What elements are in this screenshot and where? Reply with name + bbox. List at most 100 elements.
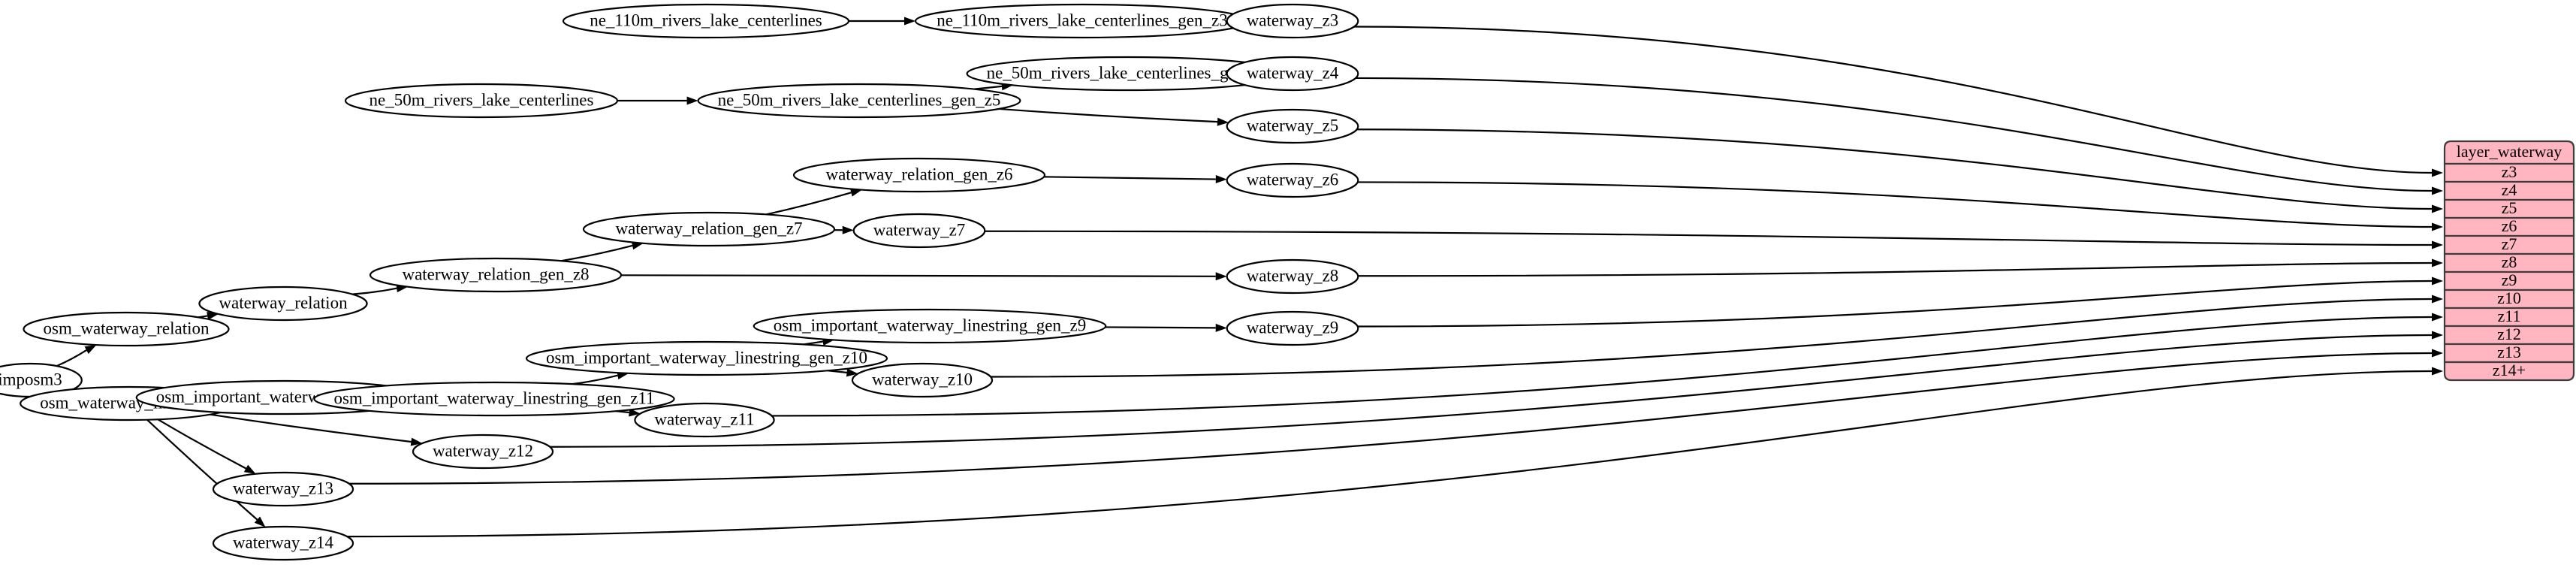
graph-node-waterway_z13[interactable]: waterway_z13 bbox=[212, 471, 354, 507]
node-ellipse bbox=[525, 340, 888, 376]
edge-arrowhead bbox=[1215, 272, 1227, 281]
graph-node-waterway_z3[interactable]: waterway_z3 bbox=[1226, 3, 1359, 39]
table-row-label: z14+ bbox=[2493, 361, 2526, 379]
graph-edge-waterway_z9-to-layer_waterway_z9 bbox=[1357, 279, 2433, 328]
node-label: waterway_z7 bbox=[873, 220, 966, 239]
table-row-cell[interactable] bbox=[2443, 289, 2575, 310]
edge-arrowhead bbox=[2432, 204, 2443, 213]
graph-node-imposm3[interactable]: imposm3 bbox=[0, 362, 83, 398]
graph-node-waterway_relation[interactable]: waterway_relation bbox=[198, 286, 368, 322]
node-label: osm_waterway_relation bbox=[44, 319, 210, 337]
graph-node-waterway_z7[interactable]: waterway_z7 bbox=[852, 213, 986, 249]
table-row-label: z8 bbox=[2502, 252, 2517, 271]
edge-arrowhead bbox=[1215, 323, 1227, 332]
table-row-cell[interactable] bbox=[2443, 216, 2575, 237]
graph-node-waterway_z9[interactable]: waterway_z9 bbox=[1226, 310, 1359, 346]
edge-arrowhead bbox=[84, 345, 97, 354]
graph-node-waterway_z12[interactable]: waterway_z12 bbox=[412, 434, 554, 470]
table-row-label: z10 bbox=[2497, 289, 2521, 307]
graph-edge-ne_50m_rivers_lake_centerlines_gen_z5-to-waterway_z5 bbox=[998, 107, 1218, 123]
node-label: waterway_z10 bbox=[872, 370, 973, 388]
graph-node-waterway_z11[interactable]: waterway_z11 bbox=[634, 402, 775, 438]
edge-arrowhead bbox=[2432, 367, 2443, 376]
graph-edge-waterway_z5-to-layer_waterway_z5 bbox=[1356, 128, 2433, 210]
graph-node-ne_50m_rivers_lake_centerlines_gen_z4[interactable]: ne_50m_rivers_lake_centerlines_gen_z4 bbox=[966, 56, 1290, 92]
edge-arrowhead bbox=[686, 96, 698, 105]
table-header-label: layer_waterway bbox=[2457, 142, 2562, 161]
table-row-label: z9 bbox=[2502, 270, 2517, 289]
node-label: ne_50m_rivers_lake_centerlines_gen_z5 bbox=[718, 90, 1001, 109]
graph-edge-waterway_relation-to-waterway_relation_gen_z8 bbox=[352, 287, 397, 295]
graph-edge-imposm3-to-osm_waterway_relation bbox=[56, 349, 87, 367]
node-label: waterway_relation bbox=[219, 293, 348, 312]
graph-node-waterway_z8[interactable]: waterway_z8 bbox=[1226, 258, 1359, 295]
node-label: waterway_relation_gen_z8 bbox=[402, 264, 589, 283]
graph-node-osm_waterway_relation[interactable]: osm_waterway_relation bbox=[23, 311, 230, 347]
table-row-cell[interactable] bbox=[2443, 325, 2575, 346]
table-row-cell[interactable] bbox=[2443, 198, 2575, 219]
graph-node-waterway_z10[interactable]: waterway_z10 bbox=[851, 362, 994, 398]
node-label: ne_110m_rivers_lake_centerlines bbox=[590, 11, 822, 29]
graph-node-waterway_z14[interactable]: waterway_z14 bbox=[212, 525, 354, 561]
graph-edge-waterway_z6-to-layer_waterway_z6 bbox=[1357, 181, 2433, 228]
node-ellipse bbox=[1226, 258, 1359, 295]
node-label: waterway_z13 bbox=[233, 479, 333, 497]
graph-node-ne_110m_rivers_lake_centerlines[interactable]: ne_110m_rivers_lake_centerlines bbox=[562, 3, 850, 39]
node-label: waterway_z5 bbox=[1247, 116, 1339, 134]
graph-node-waterway_z5[interactable]: waterway_z5 bbox=[1226, 108, 1359, 144]
node-ellipse bbox=[753, 308, 1107, 344]
graph-node-waterway_z6[interactable]: waterway_z6 bbox=[1226, 162, 1359, 198]
edge-arrowhead bbox=[904, 17, 915, 26]
table-row-label: z11 bbox=[2498, 307, 2521, 325]
node-label: waterway_z4 bbox=[1247, 63, 1339, 82]
node-ellipse bbox=[344, 83, 619, 119]
graph-edge-waterway_z11-to-layer_waterway_z11 bbox=[771, 316, 2433, 417]
graph-node-waterway_z4[interactable]: waterway_z4 bbox=[1226, 56, 1359, 92]
node-label: waterway_relation_gen_z7 bbox=[615, 219, 802, 237]
table-row-cell[interactable] bbox=[2443, 343, 2575, 364]
graph-node-waterway_relation_gen_z6[interactable]: waterway_relation_gen_z6 bbox=[792, 157, 1046, 193]
table-row-label: z12 bbox=[2497, 325, 2521, 343]
node-label: waterway_z12 bbox=[433, 441, 533, 460]
nodes-layer: imposm3osm_waterway_relationosm_waterway… bbox=[0, 3, 1359, 561]
graph-edge-waterway_z10-to-layer_waterway_z10 bbox=[991, 298, 2433, 378]
graph-edge-waterway_z8-to-layer_waterway_z8 bbox=[1358, 261, 2433, 277]
graph-edge-waterway_z4-to-layer_waterway_z4 bbox=[1356, 77, 2433, 192]
graph-edge-waterway_z12-to-layer_waterway_z12 bbox=[550, 334, 2433, 448]
graph-node-ne_50m_rivers_lake_centerlines[interactable]: ne_50m_rivers_lake_centerlines bbox=[344, 83, 619, 119]
table-row-label: z5 bbox=[2502, 198, 2517, 217]
table-header-cell bbox=[2443, 140, 2575, 165]
node-label: waterway_relation_gen_z6 bbox=[825, 165, 1012, 183]
graph-edge-waterway_z7-to-layer_waterway_z7 bbox=[985, 230, 2433, 246]
node-ellipse bbox=[313, 381, 675, 417]
node-ellipse bbox=[212, 471, 354, 507]
table-row-cell[interactable] bbox=[2443, 162, 2575, 183]
graph-node-ne_50m_rivers_lake_centerlines_gen_z5[interactable]: ne_50m_rivers_lake_centerlines_gen_z5 bbox=[697, 83, 1021, 119]
edge-arrowhead bbox=[2432, 222, 2443, 231]
graph-edge-osm_waterway_linestring-to-waterway_z12 bbox=[210, 413, 412, 443]
node-label: ne_110m_rivers_lake_centerlines_gen_z3 bbox=[937, 11, 1227, 29]
graph-node-waterway_relation_gen_z8[interactable]: waterway_relation_gen_z8 bbox=[369, 257, 623, 293]
node-ellipse bbox=[851, 362, 994, 398]
node-label: waterway_z14 bbox=[233, 533, 334, 551]
edge-arrowhead bbox=[849, 188, 862, 197]
node-ellipse bbox=[1226, 108, 1359, 144]
node-label: osm_important_waterway_linestring_gen_z1… bbox=[333, 388, 654, 407]
node-ellipse bbox=[1226, 3, 1359, 39]
graph-node-osm_important_waterway_linestring_gen_z9[interactable]: osm_important_waterway_linestring_gen_z9 bbox=[753, 308, 1107, 344]
graph-edge-waterway_z3-to-layer_waterway_z3 bbox=[1354, 26, 2433, 174]
edge-arrowhead bbox=[2432, 295, 2443, 304]
table-row-cell[interactable] bbox=[2443, 252, 2575, 273]
edge-arrowhead bbox=[2432, 349, 2443, 358]
edge-arrowhead bbox=[2432, 168, 2443, 177]
graph-node-osm_important_waterway_linestring_gen_z11[interactable]: osm_important_waterway_linestring_gen_z1… bbox=[313, 381, 675, 417]
table-row-label: z7 bbox=[2502, 234, 2517, 253]
node-ellipse bbox=[1226, 56, 1359, 92]
graph-node-ne_110m_rivers_lake_centerlines_gen_z3[interactable]: ne_110m_rivers_lake_centerlines_gen_z3 bbox=[914, 3, 1250, 39]
graph-node-osm_important_waterway_linestring_gen_z10[interactable]: osm_important_waterway_linestring_gen_z1… bbox=[525, 340, 888, 376]
table-row-cell[interactable] bbox=[2443, 361, 2575, 382]
node-ellipse bbox=[23, 311, 230, 347]
graph-node-waterway_relation_gen_z7[interactable]: waterway_relation_gen_z7 bbox=[582, 211, 836, 247]
